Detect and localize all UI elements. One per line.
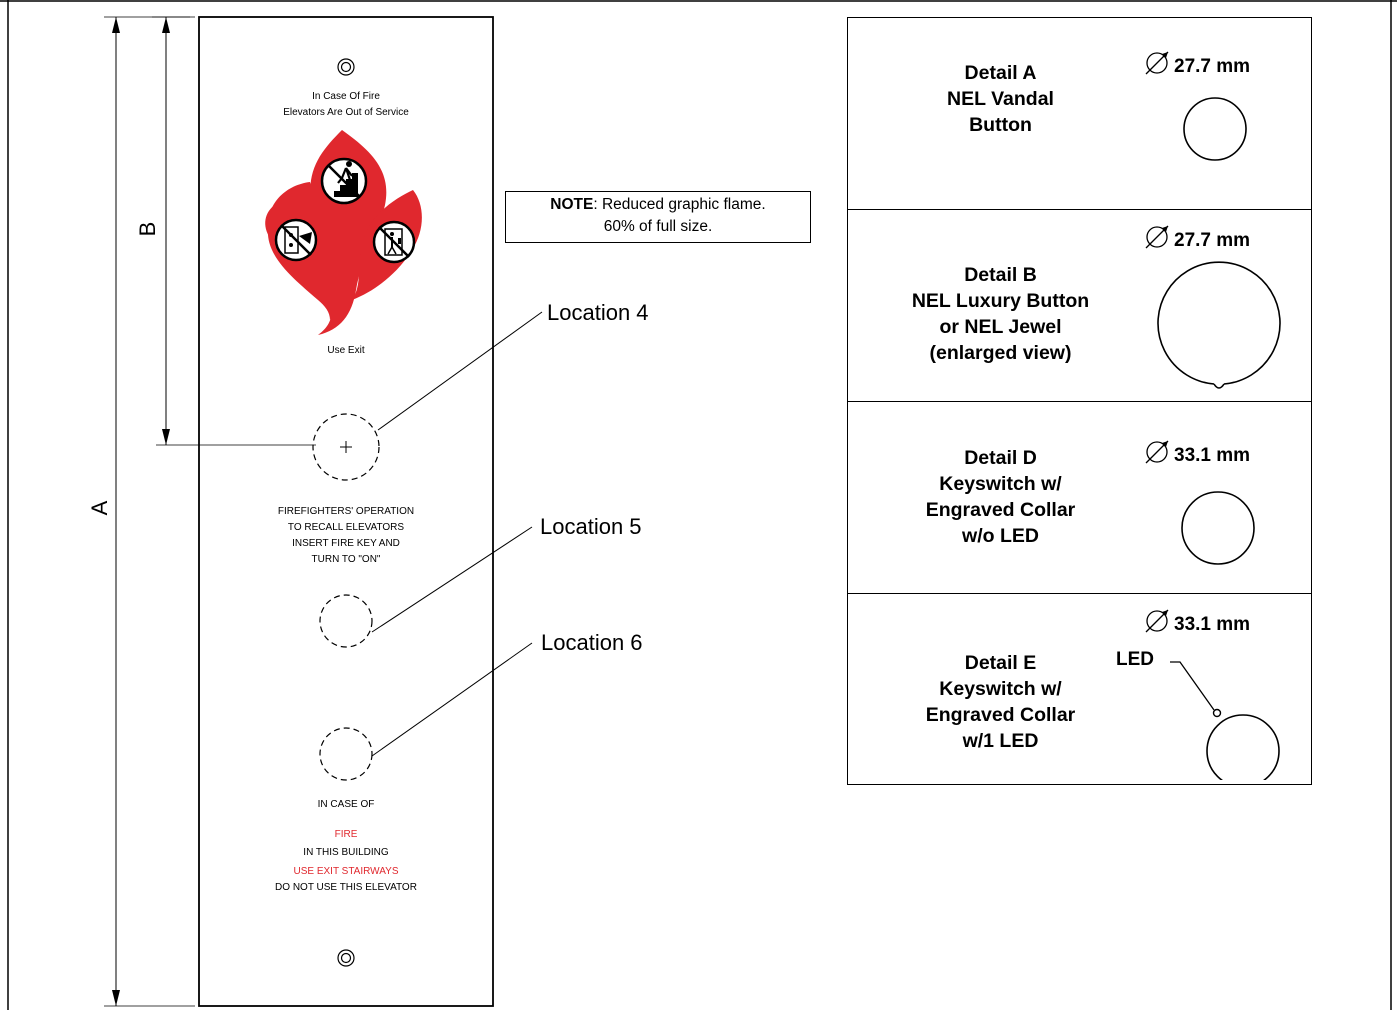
bottom-line-1: IN CASE OF [318, 799, 375, 810]
bottom-line-4: USE EXIT STAIRWAYS [293, 866, 398, 877]
detail-b-circle [1157, 261, 1281, 389]
note-bold: NOTE [550, 196, 594, 213]
ff-line-3: INSERT FIRE KEY AND [292, 538, 400, 549]
location-4-leader [377, 311, 543, 431]
dimension-a [104, 16, 195, 1007]
use-exit-caption: Use Exit [327, 345, 364, 356]
detail-d-line-4: w/o LED [962, 525, 1039, 547]
led-label: LED [1116, 649, 1154, 670]
no-elevator-icon [274, 218, 318, 262]
note-text-1: : Reduced graphic flame. [593, 196, 766, 213]
detail-e-diameter-value: 33.1 mm [1174, 614, 1251, 635]
screw-hole-icon [337, 58, 355, 76]
detail-d-diameter: 33.1 mm [1144, 439, 1250, 467]
dimension-b [152, 16, 316, 446]
bottom-fire: FIRE [335, 829, 358, 840]
detail-a-line-2: NEL Vandal [947, 88, 1054, 110]
detail-b-line-2: NEL Luxury Button [911, 290, 1090, 312]
detail-d-label: Detail D Keyswitch w/ Engraved Collar w/… [848, 445, 1153, 549]
detail-b-line-1: Detail B [964, 264, 1037, 286]
detail-row-d: Detail D Keyswitch w/ Engraved Collar w/… [848, 402, 1311, 594]
detail-a-label: Detail A NEL Vandal Button [848, 60, 1153, 138]
detail-b-diameter: 27.7 mm [1144, 224, 1250, 252]
detail-e-circle [1170, 661, 1280, 780]
diameter-icon [1145, 440, 1169, 464]
detail-d-line-3: Engraved Collar [925, 499, 1076, 521]
dimension-b-label: B [135, 222, 160, 237]
note-text-2: 60% of full size. [603, 218, 713, 235]
location-6-leader [371, 642, 533, 757]
detail-e-line-2: Keyswitch w/ [939, 678, 1062, 700]
location-4-label: Location 4 [547, 300, 649, 325]
detail-d-circle [1181, 491, 1255, 565]
detail-a-circle [1183, 97, 1247, 161]
detail-b-label: Detail B NEL Luxury Button or NEL Jewel … [848, 262, 1153, 366]
detail-row-a: Detail A NEL Vandal Button 27.7 mm [848, 18, 1311, 210]
detail-d-line-2: Keyswitch w/ [939, 473, 1062, 495]
no-person-elevator-icon [372, 220, 416, 264]
ff-line-4: TURN TO "ON" [312, 554, 381, 565]
detail-d-diameter-value: 33.1 mm [1174, 445, 1251, 466]
detail-b-diameter-value: 27.7 mm [1174, 230, 1251, 251]
diameter-icon [1145, 51, 1169, 75]
detail-e-label: Detail E Keyswitch w/ Engraved Collar w/… [848, 650, 1153, 754]
bottom-line-3: IN THIS BUILDING [303, 847, 389, 858]
location-4-cutout [312, 413, 380, 481]
detail-a-line-1: Detail A [964, 62, 1037, 84]
detail-row-e: Detail E Keyswitch w/ Engraved Collar w/… [848, 594, 1311, 784]
location-5-cutout [319, 594, 373, 648]
detail-e-diameter: 33.1 mm [1144, 608, 1250, 636]
ff-line-1: FIREFIGHTERS' OPERATION [278, 506, 414, 517]
detail-a-diameter: 27.7 mm [1144, 50, 1250, 78]
detail-table: Detail A NEL Vandal Button 27.7 mm Detai… [847, 17, 1312, 785]
screw-hole-icon [337, 949, 355, 967]
location-6-cutout [319, 727, 373, 781]
dimension-a-label: A [87, 500, 112, 515]
bottom-line-5: DO NOT USE THIS ELEVATOR [275, 882, 417, 893]
location-6-label: Location 6 [541, 630, 643, 655]
detail-b-line-4: (enlarged view) [929, 342, 1072, 364]
location-5-leader [371, 526, 533, 633]
detail-row-b: Detail B NEL Luxury Button or NEL Jewel … [848, 210, 1311, 402]
detail-e-line-1: Detail E [964, 652, 1037, 674]
detail-a-diameter-value: 27.7 mm [1174, 56, 1251, 77]
top-caption-1: In Case Of Fire [312, 91, 380, 102]
detail-e-line-4: w/1 LED [962, 730, 1039, 752]
detail-e-line-3: Engraved Collar [925, 704, 1076, 726]
diameter-icon [1145, 609, 1169, 633]
detail-d-line-1: Detail D [964, 447, 1037, 469]
diameter-icon [1145, 225, 1169, 249]
location-5-label: Location 5 [540, 514, 642, 539]
detail-a-line-3: Button [969, 114, 1032, 136]
ff-line-2: TO RECALL ELEVATORS [288, 522, 404, 533]
top-caption-2: Elevators Are Out of Service [283, 107, 409, 118]
detail-b-line-3: or NEL Jewel [939, 316, 1062, 338]
stairs-icon [320, 157, 368, 205]
note-box: NOTE: Reduced graphic flame. 60% of full… [505, 191, 811, 243]
